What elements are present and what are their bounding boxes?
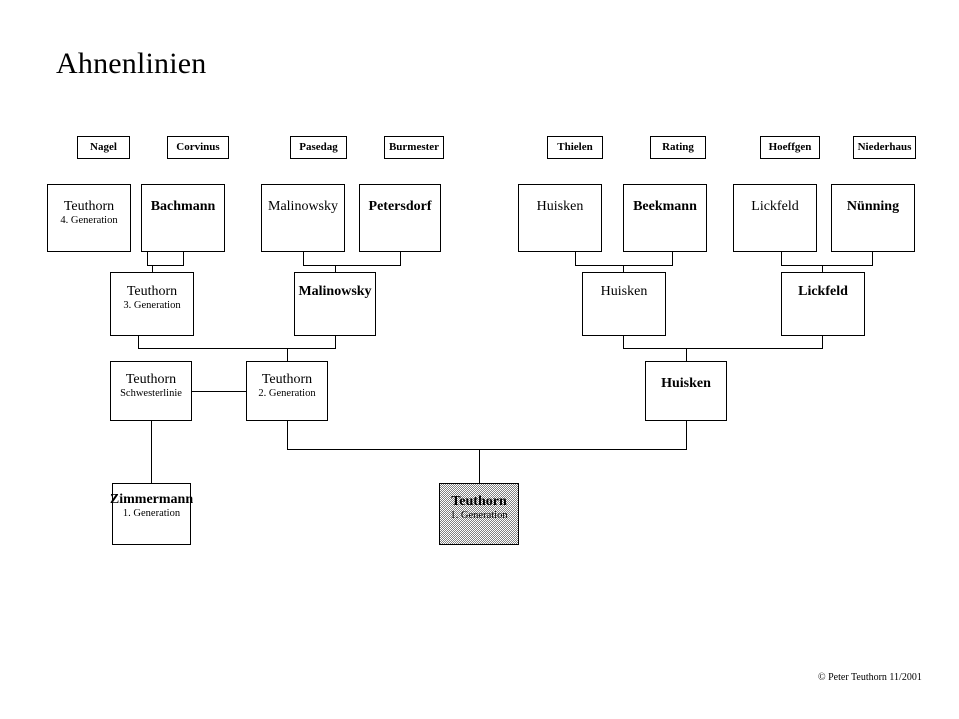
connector-line xyxy=(672,252,673,265)
connector-line xyxy=(152,265,153,272)
connector-line xyxy=(183,252,184,265)
node-name: Teuthorn xyxy=(63,199,115,214)
node-name: Beekmann xyxy=(633,199,697,214)
node-sub: 2. Generation xyxy=(258,387,316,399)
connector-line xyxy=(147,252,148,265)
ancestor-label: Burmester xyxy=(388,140,440,153)
connector-line xyxy=(138,348,336,349)
connector-line xyxy=(287,421,288,449)
node-name: Teuthorn xyxy=(261,372,313,387)
node-sub: Schwesterlinie xyxy=(120,387,182,399)
node-name: Huisken xyxy=(536,199,584,214)
ancestor-label: Niederhaus xyxy=(857,140,912,153)
gen2-box-teuthorn-schwesterlinie[interactable]: Teuthorn Schwesterlinie xyxy=(110,361,192,421)
gen2-box-huisken[interactable]: Huisken xyxy=(645,361,727,421)
node-name: Teuthorn xyxy=(451,494,507,509)
ancestor-label: Corvinus xyxy=(176,140,220,153)
gen4-box-teuthorn[interactable]: Teuthorn 4. Generation xyxy=(47,184,131,252)
node-sub: 1. Generation xyxy=(450,509,508,521)
connector-line xyxy=(686,348,687,361)
ancestor-label: Rating xyxy=(662,140,694,153)
node-name: Teuthorn xyxy=(126,284,178,299)
gen1-box-teuthorn-highlighted[interactable]: Teuthorn 1. Generation xyxy=(439,483,519,545)
gen4-box-petersdorf[interactable]: Petersdorf xyxy=(359,184,441,252)
ancestor-box-burmester[interactable]: Burmester xyxy=(384,136,444,159)
node-name: Malinowsky xyxy=(268,199,338,214)
gen4-box-nuenning[interactable]: Nünning xyxy=(831,184,915,252)
node-name: Malinowsky xyxy=(298,284,372,299)
node-name: Teuthorn xyxy=(125,372,177,387)
node-sub: 3. Generation xyxy=(123,299,181,311)
ancestor-box-pasedag[interactable]: Pasedag xyxy=(290,136,347,159)
connector-line xyxy=(822,336,823,348)
ancestor-label: Thielen xyxy=(557,140,593,153)
gen4-box-beekmann[interactable]: Beekmann xyxy=(623,184,707,252)
copyright-footer: © Peter Teuthorn 11/2001 xyxy=(818,672,922,683)
connector-line xyxy=(400,252,401,265)
gen3-box-malinowsky[interactable]: Malinowsky xyxy=(294,272,376,336)
node-name: Zimmermann xyxy=(109,492,194,507)
connector-line xyxy=(335,336,336,348)
ancestor-box-hoeffgen[interactable]: Hoeffgen xyxy=(760,136,820,159)
node-name: Petersdorf xyxy=(368,199,432,214)
gen1-box-zimmermann[interactable]: Zimmermann 1. Generation xyxy=(109,483,194,545)
connector-line xyxy=(151,421,152,483)
gen3-box-teuthorn[interactable]: Teuthorn 3. Generation xyxy=(110,272,194,336)
node-name: Lickfeld xyxy=(798,284,848,299)
connector-line xyxy=(623,336,624,348)
connector-line xyxy=(575,252,576,265)
gen4-box-bachmann[interactable]: Bachmann xyxy=(141,184,225,252)
node-name: Huisken xyxy=(661,376,711,391)
node-name: Huisken xyxy=(600,284,648,299)
gen4-box-lickfeld[interactable]: Lickfeld xyxy=(733,184,817,252)
connector-line xyxy=(303,265,401,266)
connector-line xyxy=(335,265,336,272)
spouse-link-line xyxy=(192,391,247,392)
ancestor-label: Nagel xyxy=(90,140,117,153)
connector-line xyxy=(822,265,823,272)
connector-line xyxy=(303,252,304,265)
connector-line xyxy=(287,449,687,450)
gen4-box-malinowsky[interactable]: Malinowsky xyxy=(261,184,345,252)
node-name: Lickfeld xyxy=(751,199,799,214)
ancestor-label: Pasedag xyxy=(299,140,338,153)
gen4-box-huisken[interactable]: Huisken xyxy=(518,184,602,252)
ancestor-box-niederhaus[interactable]: Niederhaus xyxy=(853,136,916,159)
connector-line xyxy=(872,252,873,265)
connector-line xyxy=(781,252,782,265)
ancestor-label: Hoeffgen xyxy=(768,140,812,153)
connector-line xyxy=(623,265,624,272)
ancestor-box-corvinus[interactable]: Corvinus xyxy=(167,136,229,159)
ancestor-box-rating[interactable]: Rating xyxy=(650,136,706,159)
connector-line xyxy=(287,348,288,361)
connector-line xyxy=(781,265,873,266)
gen3-box-lickfeld[interactable]: Lickfeld xyxy=(781,272,865,336)
connector-line xyxy=(623,348,823,349)
node-sub: 4. Generation xyxy=(60,214,118,226)
gen3-box-huisken[interactable]: Huisken xyxy=(582,272,666,336)
connector-line xyxy=(575,265,673,266)
connector-line xyxy=(138,336,139,348)
page-title: Ahnenlinien xyxy=(56,47,207,80)
node-sub: 1. Generation xyxy=(122,507,181,519)
gen2-box-teuthorn[interactable]: Teuthorn 2. Generation xyxy=(246,361,328,421)
connector-line xyxy=(147,265,184,266)
node-name: Nünning xyxy=(846,199,900,214)
ancestor-box-thielen[interactable]: Thielen xyxy=(547,136,603,159)
node-name: Bachmann xyxy=(150,199,216,214)
connector-line xyxy=(479,449,480,483)
ancestor-box-nagel[interactable]: Nagel xyxy=(77,136,130,159)
connector-line xyxy=(686,421,687,449)
